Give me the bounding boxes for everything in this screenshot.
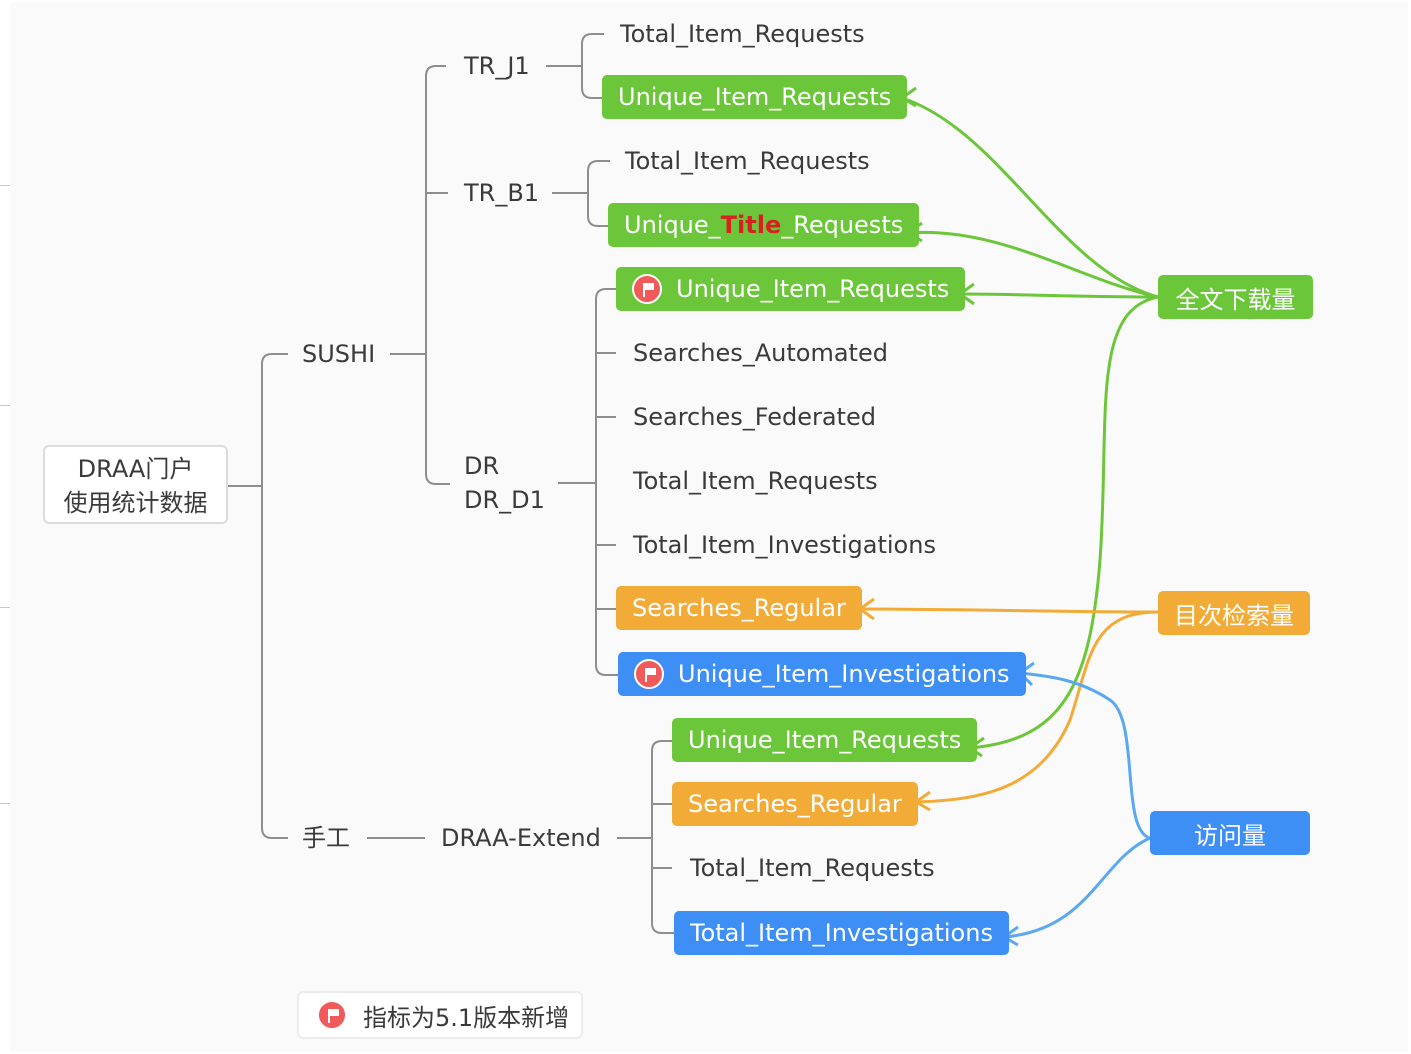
node-draa-extend[interactable]: DRAA-Extend bbox=[441, 824, 601, 852]
node-label-suffix: _Requests bbox=[781, 211, 904, 239]
edge-marker bbox=[0, 607, 10, 608]
node-dr[interactable]: DR bbox=[464, 452, 500, 480]
category-visits[interactable]: 访问量 bbox=[1150, 811, 1310, 855]
edge-marker bbox=[0, 185, 10, 186]
dr-searches-federated[interactable]: Searches_Federated bbox=[633, 403, 876, 431]
node-label: Unique_Item_Requests bbox=[676, 275, 950, 303]
node-label: Unique_Item_Requests bbox=[618, 83, 892, 111]
dr-searches-automated[interactable]: Searches_Automated bbox=[633, 339, 888, 367]
edge-marker bbox=[0, 803, 10, 804]
extend-total-item-investigations[interactable]: Total_Item_Investigations bbox=[674, 911, 1009, 955]
node-manual[interactable]: 手工 bbox=[302, 824, 350, 852]
extend-unique-item-requests[interactable]: Unique_Item_Requests bbox=[672, 718, 978, 762]
root-node[interactable]: DRAA门户 使用统计数据 bbox=[43, 445, 228, 524]
dr-unique-item-investigations[interactable]: Unique_Item_Investigations bbox=[618, 652, 1026, 696]
node-dr-d1[interactable]: DR_D1 bbox=[464, 486, 545, 514]
node-label: Searches_Regular bbox=[688, 790, 902, 818]
tr-j1-unique-item-requests[interactable]: Unique_Item_Requests bbox=[602, 75, 908, 119]
node-label: Unique_Item_Requests bbox=[688, 726, 962, 754]
tr-b1-unique-title-requests[interactable]: Unique_Title_Requests bbox=[608, 203, 920, 247]
tr-b1-total-item-requests[interactable]: Total_Item_Requests bbox=[625, 147, 870, 175]
node-sushi[interactable]: SUSHI bbox=[302, 340, 376, 368]
flag-icon bbox=[632, 274, 662, 304]
dr-searches-regular[interactable]: Searches_Regular bbox=[616, 586, 862, 630]
dr-unique-item-requests[interactable]: Unique_Item_Requests bbox=[616, 267, 966, 311]
legend-text: 指标为5.1版本新增 bbox=[363, 1003, 570, 1032]
extend-total-item-requests[interactable]: Total_Item_Requests bbox=[690, 854, 935, 882]
node-label-highlight: Title bbox=[720, 211, 782, 239]
category-fulltext-downloads[interactable]: 全文下载量 bbox=[1158, 275, 1313, 319]
legend: 指标为5.1版本新增 bbox=[297, 991, 583, 1039]
flag-icon bbox=[317, 1000, 347, 1030]
node-label-prefix: Unique_ bbox=[624, 211, 721, 239]
root-title-line1: DRAA门户 bbox=[77, 455, 194, 483]
category-toc-searches[interactable]: 目次检索量 bbox=[1158, 591, 1310, 635]
flag-icon bbox=[634, 659, 664, 689]
extend-searches-regular[interactable]: Searches_Regular bbox=[672, 782, 918, 826]
edge-marker bbox=[0, 405, 10, 406]
tr-j1-total-item-requests[interactable]: Total_Item_Requests bbox=[620, 20, 865, 48]
node-tr-j1[interactable]: TR_J1 bbox=[464, 52, 530, 80]
dr-total-item-investigations[interactable]: Total_Item_Investigations bbox=[633, 531, 936, 559]
node-label: Unique_Item_Investigations bbox=[678, 660, 1010, 688]
mindmap-canvas bbox=[10, 2, 1408, 1052]
node-label: Total_Item_Investigations bbox=[690, 919, 993, 947]
node-label: Searches_Regular bbox=[632, 594, 846, 622]
dr-total-item-requests[interactable]: Total_Item_Requests bbox=[633, 467, 878, 495]
root-title-line2: 使用统计数据 bbox=[63, 489, 208, 517]
node-tr-b1[interactable]: TR_B1 bbox=[464, 179, 540, 207]
